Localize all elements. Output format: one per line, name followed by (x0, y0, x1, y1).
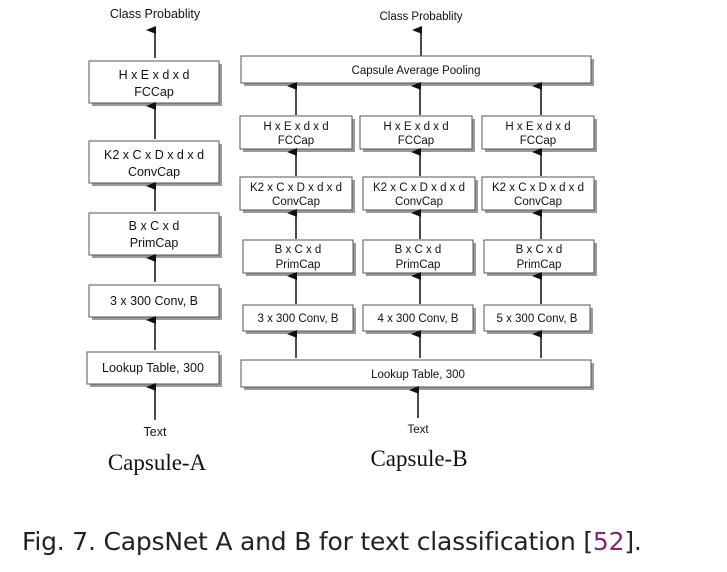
capsule-a-lookup-box: Lookup Table, 300 (86, 351, 222, 387)
capsule-b-conv-box: 4 x 300 Conv, B (362, 304, 476, 334)
capsule-b-conv-label: 3 x 300 Conv, B (258, 313, 339, 325)
capsule-a-panel: Class Probablity H x E x d x d FCCap K2 … (86, 7, 222, 475)
capsule-b-convcap-dims: K2 x C x D x d x d (492, 182, 584, 194)
capsule-b-conv-box: 3 x 300 Conv, B (242, 304, 356, 334)
capsule-b-primcap-dims: B x C x d (516, 244, 563, 256)
citation-link[interactable]: 52 (592, 527, 625, 556)
capsule-b-column-2: H x E x d x d FCCap K2 x C x D x d x d C… (359, 82, 478, 358)
figure-caption: Fig. 7. CapsNet A and B for text classif… (22, 527, 642, 556)
capsule-a-text-input-label: Text (144, 425, 167, 439)
capsule-b-lookup-label: Lookup Table, 300 (371, 369, 465, 381)
capsule-b-primcap-box: B x C x d PrimCap (242, 239, 356, 276)
capsule-b-primcap-box: B x C x d PrimCap (362, 239, 476, 276)
capsule-b-convcap-name: ConvCap (395, 196, 443, 208)
capsule-b-fccap-name: FCCap (520, 135, 556, 147)
capsule-b-conv-label: 5 x 300 Conv, B (497, 313, 578, 325)
capsule-a-class-probability-label: Class Probablity (110, 7, 201, 21)
capsule-b-primcap-box: B x C x d PrimCap (483, 239, 597, 276)
capsule-a-convcap-name: ConvCap (128, 165, 180, 179)
capsule-b-fccap-dims: H x E x d x d (505, 121, 570, 133)
capsule-b-title: Capsule-B (370, 446, 467, 471)
caption-text: Fig. 7. CapsNet A and B for text classif… (22, 527, 593, 556)
capsule-b-convcap-box: K2 x C x D x d x d ConvCap (239, 176, 355, 213)
capsule-a-fccap-box: H x E x d x d FCCap (88, 60, 222, 106)
capsule-b-primcap-dims: B x C x d (275, 244, 322, 256)
capsnet-diagram: Class Probablity H x E x d x d FCCap K2 … (86, 7, 597, 475)
capsule-b-fccap-dims: H x E x d x d (263, 121, 328, 133)
capsule-b-pooling-label: Capsule Average Pooling (352, 65, 481, 77)
capsule-b-convcap-dims: K2 x C x D x d x d (373, 182, 465, 194)
capsule-b-text-input-label: Text (407, 424, 429, 436)
capsule-b-convcap-box: K2 x C x D x d x d ConvCap (362, 176, 478, 213)
capsule-a-fccap-dims: H x E x d x d (119, 68, 190, 82)
capsule-a-primcap-name: PrimCap (130, 236, 179, 250)
capsule-b-lookup-box: Lookup Table, 300 (240, 359, 594, 390)
capsule-b-class-probability-label: Class Probablity (379, 11, 462, 23)
capsule-a-conv-label: 3 x 300 Conv, B (110, 294, 198, 308)
capsule-b-panel: Class Probablity Capsule Average Pooling… (239, 11, 597, 471)
capsule-a-primcap-dims: B x C x d (129, 219, 180, 233)
capsule-a-title: Capsule-A (108, 450, 207, 475)
capsule-a-fccap-name: FCCap (134, 85, 174, 99)
caption-text-end: ]. (624, 527, 642, 556)
capsule-a-conv-box: 3 x 300 Conv, B (88, 284, 222, 320)
capsule-b-fccap-name: FCCap (278, 135, 314, 147)
capsule-b-primcap-dims: B x C x d (395, 244, 442, 256)
capsule-b-convcap-name: ConvCap (272, 196, 320, 208)
capsule-b-convcap-name: ConvCap (514, 196, 562, 208)
capsule-b-primcap-name: PrimCap (517, 259, 562, 271)
capsule-a-convcap-dims: K2 x C x D x d x d (104, 148, 204, 162)
capsule-a-convcap-box: K2 x C x D x d x d ConvCap (88, 140, 222, 186)
capsule-a-primcap-box: B x C x d PrimCap (88, 212, 222, 258)
capsule-b-primcap-name: PrimCap (276, 259, 321, 271)
capsule-b-fccap-dims: H x E x d x d (383, 121, 448, 133)
capsule-b-fccap-name: FCCap (398, 135, 434, 147)
capsule-b-convcap-dims: K2 x C x D x d x d (250, 182, 342, 194)
capsule-a-lookup-label: Lookup Table, 300 (102, 361, 204, 375)
capsule-b-pooling-box: Capsule Average Pooling (240, 55, 594, 86)
capsule-b-fccap-box: H x E x d x d FCCap (481, 115, 597, 152)
capsule-b-primcap-name: PrimCap (396, 259, 441, 271)
capsule-b-fccap-box: H x E x d x d FCCap (239, 115, 355, 152)
capsule-b-fccap-box: H x E x d x d FCCap (359, 115, 475, 152)
capsule-b-conv-label: 4 x 300 Conv, B (378, 313, 459, 325)
capsule-b-convcap-box: K2 x C x D x d x d ConvCap (481, 176, 597, 213)
capsule-b-column-3: H x E x d x d FCCap K2 x C x D x d x d C… (481, 82, 597, 358)
capsule-b-column-1: H x E x d x d FCCap K2 x C x D x d x d C… (239, 82, 356, 358)
capsule-b-conv-box: 5 x 300 Conv, B (483, 304, 593, 334)
